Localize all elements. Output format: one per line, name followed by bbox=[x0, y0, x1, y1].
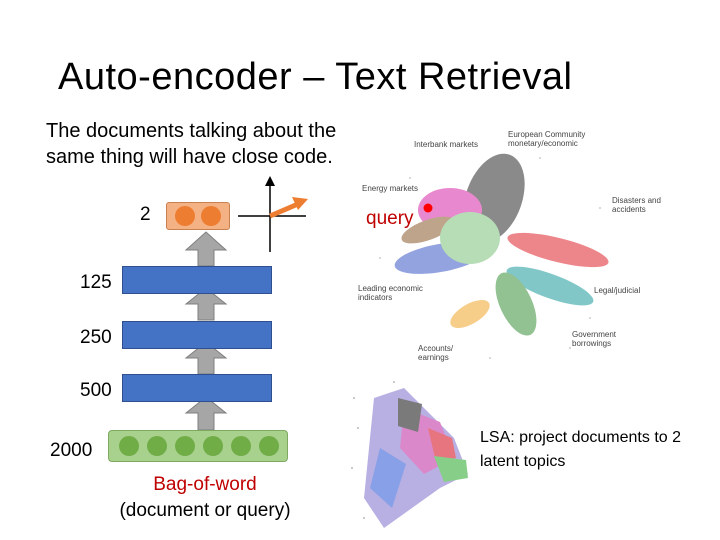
lsa-caption: LSA: project documents to 2 latent topic… bbox=[480, 429, 681, 470]
lsa-cluster-black bbox=[398, 398, 422, 432]
query-label: query bbox=[366, 208, 414, 229]
arrow-500-to-250 bbox=[184, 341, 228, 375]
plot-label-accounts: Accounts/ earnings bbox=[418, 344, 454, 362]
code-unit bbox=[175, 206, 195, 226]
layer-label-code: 2 bbox=[140, 204, 151, 225]
layer-label-500: 500 bbox=[80, 380, 112, 401]
input-unit bbox=[119, 436, 139, 456]
cluster-accounts bbox=[450, 300, 490, 328]
code-vector-arrowhead bbox=[292, 197, 308, 210]
autoencoder-scatter-plot bbox=[379, 153, 609, 359]
query-point bbox=[423, 203, 433, 213]
plot-label-legal: Legal/judicial bbox=[594, 286, 641, 295]
layer-label-250: 250 bbox=[80, 327, 112, 348]
cluster-government bbox=[495, 272, 537, 336]
cluster-legal bbox=[506, 266, 594, 306]
plot-label-energy: Energy markets bbox=[362, 184, 419, 193]
plot-label-government: Government borrowings bbox=[572, 330, 617, 348]
layer-label-2000: 2000 bbox=[50, 440, 93, 461]
input-caption-line2: (document or query) bbox=[119, 500, 291, 521]
cluster-energy bbox=[401, 216, 455, 244]
plot-label-interbank: Interbank markets bbox=[414, 140, 479, 149]
hidden-layer-250 bbox=[122, 321, 272, 349]
lsa-cluster-red bbox=[428, 428, 456, 462]
cluster-disasters bbox=[507, 232, 609, 268]
input-unit bbox=[175, 436, 195, 456]
plot-label-european: European Community monetary/economic bbox=[508, 130, 586, 148]
arrow-input-to-500 bbox=[184, 396, 228, 431]
arrow-125-to-code bbox=[184, 231, 228, 267]
layer-label-125: 125 bbox=[80, 272, 112, 293]
code-layer bbox=[166, 202, 230, 230]
lsa-scatter-plot bbox=[351, 381, 468, 528]
code-vector-arrow bbox=[269, 201, 299, 219]
lsa-cluster-green bbox=[434, 456, 468, 482]
input-unit bbox=[203, 436, 223, 456]
description-text: The documents talking about the same thi… bbox=[46, 120, 337, 168]
plot-label-leading: Leading economic indicators bbox=[358, 284, 423, 302]
axis-vertical-head bbox=[265, 176, 275, 186]
hidden-layer-125 bbox=[122, 266, 272, 294]
code-unit bbox=[201, 206, 221, 226]
input-unit bbox=[259, 436, 279, 456]
slide-title: Auto-encoder – Text Retrieval bbox=[58, 56, 573, 98]
cluster-center bbox=[440, 212, 500, 264]
input-unit bbox=[147, 436, 167, 456]
hidden-layer-500 bbox=[122, 374, 272, 402]
input-layer bbox=[108, 430, 288, 462]
input-caption-line1: Bag-of-word bbox=[153, 474, 257, 495]
lsa-cluster-blue bbox=[370, 448, 406, 508]
plot-label-disasters: Disasters and accidents bbox=[612, 196, 661, 214]
input-unit bbox=[231, 436, 251, 456]
arrow-250-to-125 bbox=[184, 287, 228, 321]
